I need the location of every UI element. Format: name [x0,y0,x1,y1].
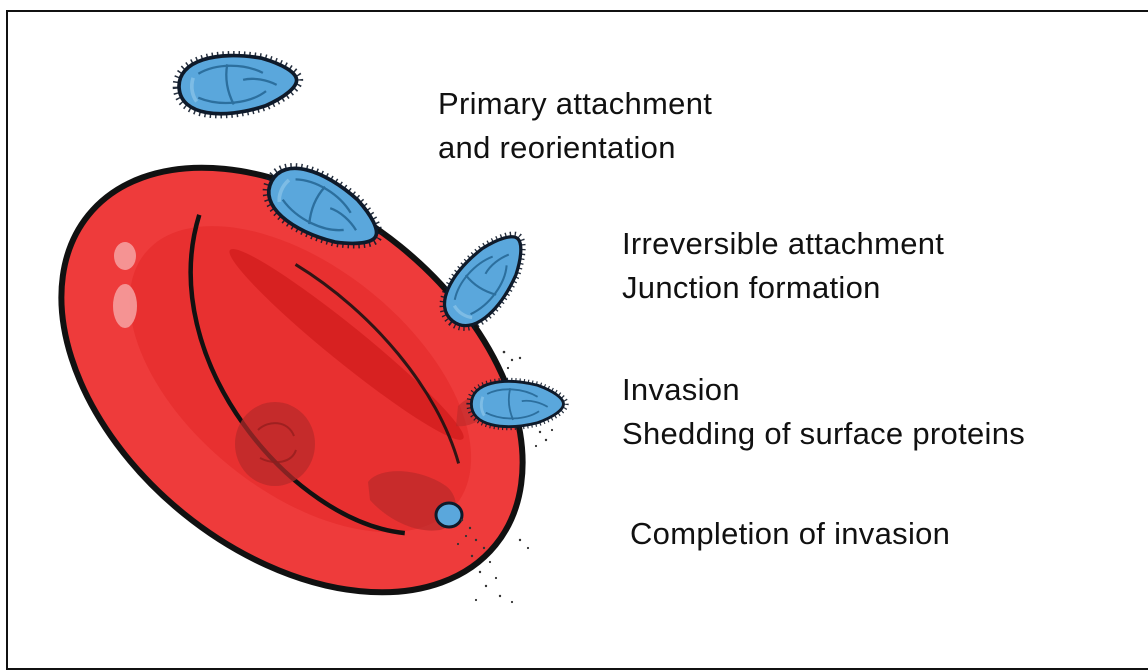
stage-irreversible-line-1: Irreversible attachment [622,222,944,266]
merozoite-icon-invasion [469,380,567,428]
merozoite-icon-primary [174,49,303,119]
stage-label-irreversible: Irreversible attachment Junction formati… [622,222,944,310]
stage-label-completion: Completion of invasion [630,512,950,556]
stage-irreversible-line-2: Junction formation [622,266,944,310]
stage-primary-line-2: and reorientation [438,126,712,170]
stage-label-primary: Primary attachment and reorientation [438,82,712,170]
stage-invasion-line-2: Shedding of surface proteins [622,412,1025,456]
merozoite-icon-completed [436,503,462,527]
stage-label-invasion: Invasion Shedding of surface proteins [622,368,1025,456]
stage-invasion-line-1: Invasion [622,368,1025,412]
stage-completion-line-1: Completion of invasion [630,512,950,556]
stage-primary-line-1: Primary attachment [438,82,712,126]
